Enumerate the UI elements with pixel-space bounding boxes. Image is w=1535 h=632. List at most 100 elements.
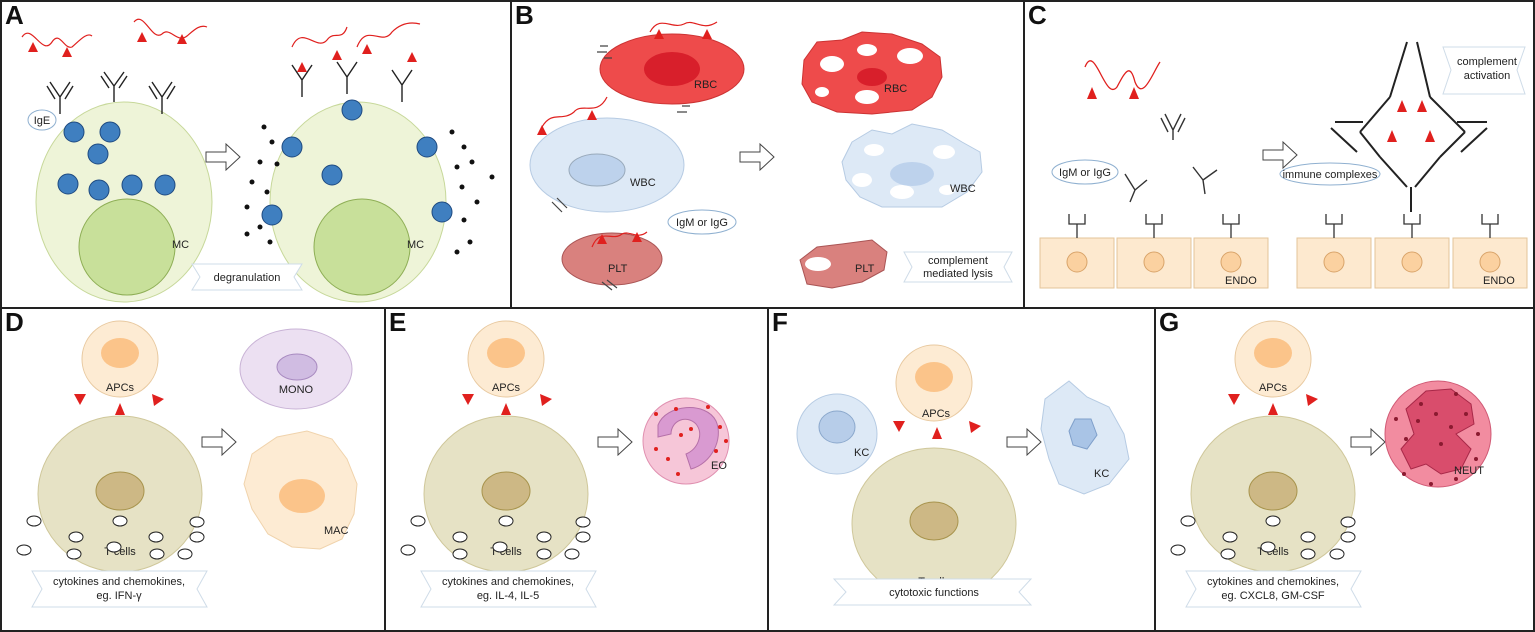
antibody-label-bubble [1051,159,1119,185]
panel-g-label: G [1159,307,1180,337]
antigen-icon [74,394,164,415]
rbc-center [644,52,700,86]
panel-a-diagram: IgE MC [21,18,495,303]
degranulation-label: degranulation [214,272,281,284]
panel-a-label: A [5,0,24,30]
wbc-nucleus [568,153,626,187]
lysis-label-1: complement [928,255,988,267]
immune-complex-icon [1330,41,1488,212]
wbc-after-label: WBC [950,183,976,195]
ige-label: IgE [34,115,51,127]
antibody-icon [1124,113,1218,203]
panel-b-label: B [515,0,534,30]
plt-cell [561,232,663,286]
ige-antibody-icon [46,71,176,114]
panel-g: G APCs T cells NEUT cytokines and [1154,307,1535,632]
antigen-icon [541,21,718,248]
antigen-icon [462,394,552,415]
antibody-label: IgM or IgG [1059,167,1111,179]
cytokine-icon [400,515,591,560]
panel-e: E APCs T cells EO cytokines and chemokin… [384,307,769,632]
footer-label-1: cytokines and chemokines, [53,576,185,588]
footer-label-2: eg. IL-4, IL-5 [477,590,539,602]
antigen-icon [1084,60,1161,91]
panel-e-diagram: APCs T cells EO cytokines and chemokines… [400,320,730,608]
activation-label-1: complement [1457,56,1517,68]
endo-label-left: ENDO [1225,275,1257,287]
arrow-icon [1262,140,1298,170]
panel-d: D APCs T cells MONO MAC cytokines and ch… [0,307,386,632]
panel-c: C IgM or IgG ENDO ENDO [1023,0,1535,309]
neut-granule-icon [1394,392,1480,486]
rbc-after-label: RBC [884,83,907,95]
arrow-icon [739,142,775,172]
antigen-icon [1228,394,1318,415]
arrow-icon [1350,427,1386,457]
activation-label-2: activation [1464,70,1510,82]
panel-d-diagram: APCs T cells MONO MAC cytokines and chem… [16,320,358,608]
antigen-marker-icon [28,32,187,57]
panel-d-label: D [5,307,24,337]
panel-c-diagram: IgM or IgG ENDO ENDO [1039,41,1528,289]
panel-f-label: F [772,307,788,337]
label-box [31,570,208,608]
footer-label-1: cytokines and chemokines, [442,576,574,588]
plt-label: PLT [608,263,628,275]
endo-label-right: ENDO [1483,275,1515,287]
panel-b: B RBC WBC PLT IgM or IgG [510,0,1025,309]
footer-label-1: cytokines and chemokines, [1207,576,1339,588]
released-granule-icon [244,124,495,255]
arrow-icon [597,427,633,457]
kc-label-right: KC [1094,468,1109,480]
arrow-icon [201,427,237,457]
granule-icon [57,121,176,201]
cytokine-icon [16,515,205,560]
antibody-label-bubble [667,209,737,235]
label-box [191,263,303,291]
lysis-label-2: mediated lysis [923,268,993,280]
apc-label: APCs [492,382,521,394]
eo-label: EO [711,460,727,472]
footer-label-2: eg. CXCL8, GM-CSF [1221,590,1325,602]
panel-a: A IgE MC [0,0,512,309]
panel-f-diagram: KC APCs T cells KC cytotoxic functions [796,344,1130,606]
label-box [420,570,597,608]
rbc-label: RBC [694,79,717,91]
lysis-hole-icon [815,44,923,104]
arrow-icon [205,142,241,172]
endothelial-cell [1039,237,1528,289]
arrow-icon [1006,427,1042,457]
antigen-icon [21,18,208,48]
neut-label: NEUT [1454,465,1484,477]
mast-cell-nucleus [78,198,176,296]
label-box [1185,570,1362,608]
mono-label: MONO [279,384,314,396]
label-box [832,578,1033,606]
complex-label-bubble [1279,162,1381,186]
panel-b-diagram: RBC WBC PLT IgM or IgG [529,21,1013,291]
footer-label-2: eg. IFN-γ [96,590,142,602]
mac-label: MAC [324,525,349,537]
mast-cell-label-right: MC [407,239,424,251]
plt-after-label: PLT [855,263,875,275]
panel-g-diagram: APCs T cells NEUT cytokines and chemokin… [1170,320,1492,608]
antibody-icon [551,45,690,291]
eo-granule-icon [654,405,728,476]
footer-label-1: cytotoxic functions [889,587,979,599]
granule-icon-right [261,99,453,226]
antibody-label: IgM or IgG [676,217,728,229]
panel-e-label: E [389,307,407,337]
complex-label: immune complexes [1283,169,1378,181]
apc-label: APCs [1259,382,1288,394]
panel-f: F KC APCs T cells KC cytotoxic functions [767,307,1156,632]
ige-antibody-icon-right [291,61,413,102]
antigen-icon [893,421,981,439]
plt-lysed [799,239,888,289]
cytokine-icon [1170,515,1356,560]
label-box [1442,46,1526,95]
mast-cell-nucleus-right [313,198,411,296]
label-box [903,251,1013,283]
apc-label: APCs [922,408,951,420]
panel-c-label: C [1028,0,1047,30]
mast-cell-label: MC [172,239,189,251]
